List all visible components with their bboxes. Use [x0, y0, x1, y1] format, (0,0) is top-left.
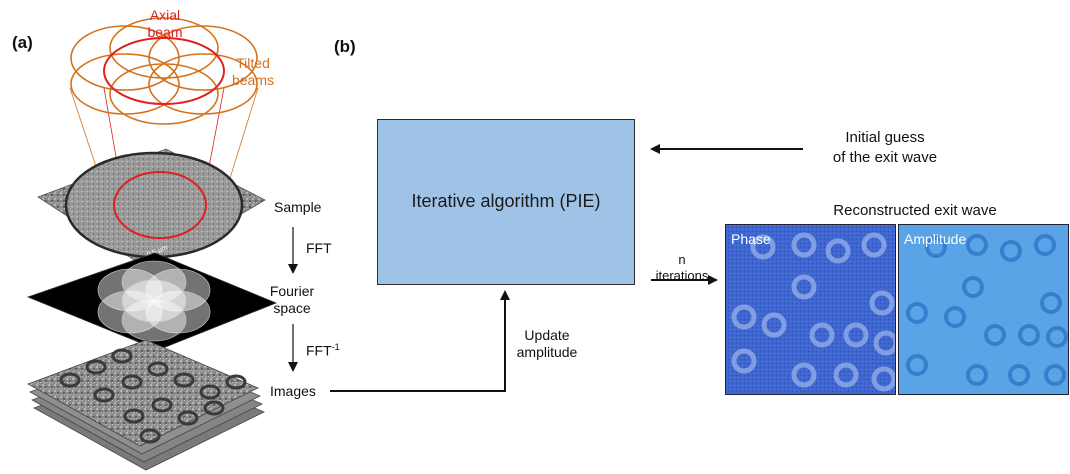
images-label: Images [270, 383, 316, 399]
inverse-fft-superscript: -1 [331, 342, 340, 352]
inverse-fft-label: FFT-1 [306, 339, 340, 360]
axial-beam-label: Axial beam [147, 7, 183, 40]
tilted-beams-rings [70, 17, 258, 125]
panel-label-a: (a) [12, 33, 33, 52]
phase-image: Phase [725, 224, 896, 395]
iterative-algorithm-box: Iterative algorithm (PIE) [377, 119, 635, 285]
sample-sheet: 0.5 µm [37, 148, 266, 270]
tilted-beams-label: Tilted beams [231, 55, 275, 88]
amplitude-label: Amplitude [904, 231, 967, 247]
fourier-space-label: Fourier space [269, 283, 315, 316]
reconstructed-title: Reconstructed exit wave [833, 202, 997, 219]
fft-label: FFT [306, 240, 332, 256]
sample-label: Sample [274, 199, 322, 215]
fourier-space-sheet [26, 252, 278, 351]
iterations-label: n iterations [655, 252, 709, 283]
images-to-algorithm-arrow [330, 290, 510, 392]
amplitude-image: Amplitude [898, 224, 1069, 395]
phase-image-art [726, 225, 895, 394]
iterative-algorithm-label: Iterative algorithm (PIE) [411, 191, 601, 211]
phase-label: Phase [731, 231, 771, 247]
panel-label-b: (b) [334, 37, 356, 56]
initial-guess-label: Initial guess of the exit wave [832, 129, 938, 166]
image-stack [27, 339, 265, 471]
amplitude-image-art [899, 225, 1068, 394]
axial-beam-ring [103, 37, 225, 105]
update-amplitude-label: Update amplitude [516, 327, 578, 360]
inverse-fft-base: FFT [306, 342, 332, 359]
